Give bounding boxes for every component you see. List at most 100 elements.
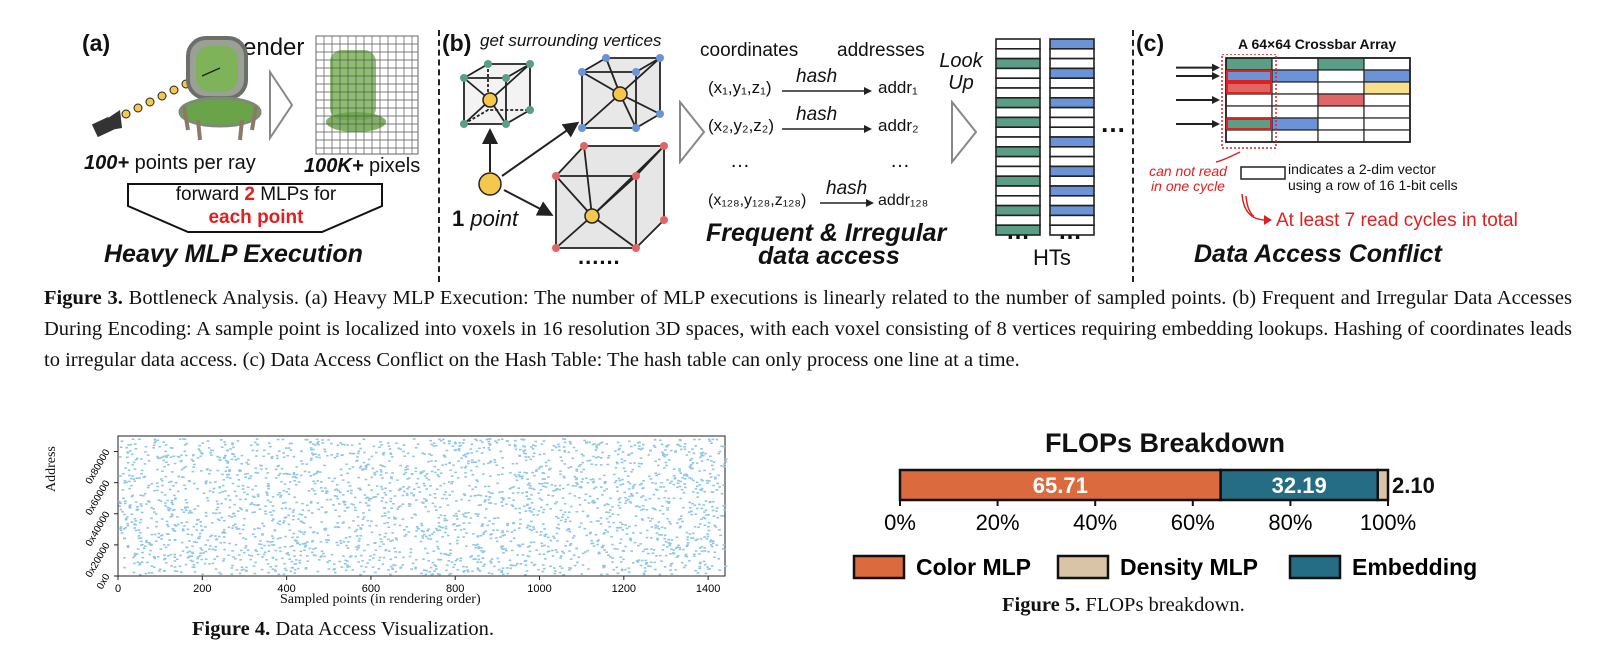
access-point <box>568 511 571 513</box>
access-point <box>604 529 608 531</box>
access-point <box>375 470 379 473</box>
access-point <box>298 530 301 532</box>
access-point <box>721 548 725 550</box>
access-point <box>724 565 728 568</box>
access-point <box>414 470 418 473</box>
access-point <box>291 545 294 547</box>
access-point <box>717 474 720 477</box>
access-point <box>361 469 364 471</box>
access-point <box>246 463 250 465</box>
access-point <box>508 559 512 562</box>
access-point <box>563 449 566 452</box>
access-point <box>182 438 185 440</box>
access-point <box>124 500 127 502</box>
access-point <box>267 487 270 490</box>
access-point <box>710 491 714 493</box>
access-point <box>607 554 610 556</box>
access-point <box>611 557 614 559</box>
access-point <box>628 482 632 485</box>
access-point <box>357 561 360 563</box>
access-point <box>641 550 645 553</box>
access-point <box>205 480 208 482</box>
access-point <box>200 549 204 551</box>
access-point <box>236 510 240 512</box>
access-point <box>135 553 139 555</box>
access-point <box>212 512 215 514</box>
access-point <box>703 536 706 538</box>
access-point <box>272 509 275 512</box>
access-point <box>186 506 189 509</box>
access-point <box>359 501 362 504</box>
access-point <box>605 517 609 520</box>
access-point <box>177 456 181 458</box>
access-point <box>122 528 126 530</box>
crossbar-cell <box>1363 129 1411 143</box>
access-point <box>635 492 639 494</box>
access-point <box>618 542 622 544</box>
access-point <box>284 507 288 509</box>
access-point <box>552 567 556 569</box>
access-point <box>166 506 170 509</box>
access-point <box>514 475 518 478</box>
access-point <box>460 498 463 501</box>
access-point <box>198 444 201 447</box>
access-point <box>641 447 644 450</box>
access-point <box>320 521 323 523</box>
access-point <box>208 473 211 475</box>
access-point <box>209 535 212 538</box>
access-point <box>538 453 542 456</box>
access-point <box>683 474 686 477</box>
access-point <box>338 503 341 505</box>
access-point <box>249 444 253 447</box>
access-point <box>656 525 659 528</box>
access-point <box>529 484 532 487</box>
x-tick-label: 1200 <box>612 583 636 595</box>
cycles-arrow <box>1241 193 1272 225</box>
access-point <box>118 500 121 503</box>
crossbar-cell <box>1363 57 1411 71</box>
access-point <box>452 566 455 569</box>
ht-row <box>1049 77 1095 89</box>
access-point <box>129 477 133 480</box>
access-point <box>532 508 536 511</box>
access-point <box>441 497 444 500</box>
access-point <box>409 551 413 554</box>
access-point <box>602 533 606 535</box>
chair-image <box>178 36 262 141</box>
access-point <box>119 508 123 511</box>
access-point <box>243 517 246 520</box>
access-point <box>522 452 526 454</box>
access-point <box>197 448 201 450</box>
access-point <box>404 471 408 474</box>
access-point <box>508 488 512 490</box>
access-point <box>408 505 411 507</box>
hash-arrow-1 <box>782 87 872 95</box>
access-point <box>309 526 312 529</box>
access-point <box>596 540 599 543</box>
access-point <box>601 441 604 444</box>
access-point <box>709 500 712 503</box>
access-point <box>196 561 199 564</box>
access-point <box>567 467 570 469</box>
access-point <box>712 500 715 503</box>
access-point <box>444 553 448 555</box>
camera-icon <box>91 110 122 138</box>
access-point <box>507 497 511 499</box>
access-point <box>404 466 408 469</box>
access-point <box>495 464 498 466</box>
access-point <box>325 498 329 501</box>
access-point <box>352 503 355 506</box>
access-point <box>332 504 335 506</box>
access-point <box>413 488 416 490</box>
access-point <box>603 565 606 568</box>
access-point <box>501 491 504 493</box>
access-point <box>219 573 223 575</box>
access-point <box>267 550 271 552</box>
access-point <box>123 557 126 559</box>
access-point <box>372 553 376 556</box>
access-point <box>444 527 448 530</box>
access-point <box>521 554 525 556</box>
access-point <box>389 497 393 500</box>
access-point <box>712 515 716 517</box>
access-point <box>324 527 328 530</box>
